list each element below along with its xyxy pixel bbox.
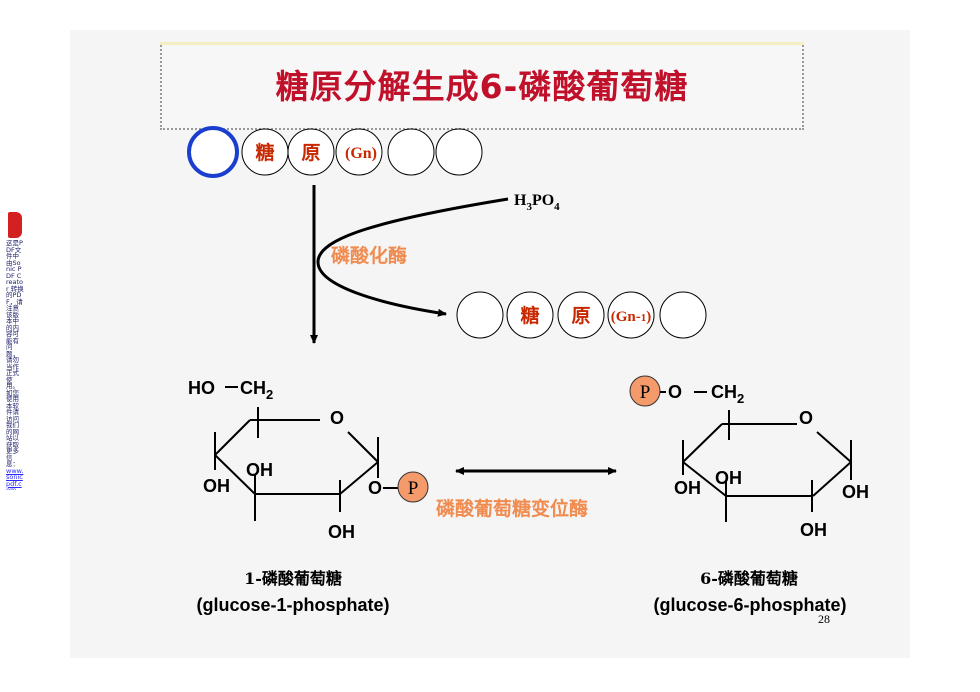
left-ring-oxygen: O <box>330 408 344 428</box>
sonic-pdf-logo-icon <box>8 212 22 238</box>
right-link-oxygen: O <box>668 382 682 402</box>
left-ch2-label: CH2 <box>240 378 273 402</box>
page-number: 28 <box>818 612 830 626</box>
right-oh-c1: OH <box>842 482 869 502</box>
chain-top-label-3: (Gn) <box>345 145 377 162</box>
right-name-english: (glucose-6-phosphate) <box>653 595 846 615</box>
left-oh-c3: OH <box>246 460 273 480</box>
watermark-vertical-text: 这是PDF文件中由Sonic PDF Creator 转换的PDF，请注意该版本… <box>6 240 24 490</box>
glucose-6-phosphate-structure <box>660 391 852 522</box>
right-phosphate-label: P <box>640 382 651 403</box>
left-phosphate-label: P <box>408 478 419 499</box>
left-phosphate-circle <box>397 471 429 503</box>
right-oh-c3: OH <box>715 468 742 488</box>
watermark-text: 这是PDF文件中由Sonic PDF Creator 转换的PDF，请注意该版本… <box>6 240 24 468</box>
chain-end-residue <box>187 126 239 178</box>
right-ch2-label: CH2 <box>711 382 744 406</box>
left-oh-c4: OH <box>203 476 230 496</box>
watermark-link[interactable]: www.sonicpdf.com <box>6 466 24 490</box>
reagent-formula: H3PO4 <box>514 192 560 213</box>
right-oh-c2: OH <box>800 520 827 540</box>
title-frame <box>160 42 804 130</box>
chain-top-label-2: 原 <box>301 142 320 164</box>
chain-bottom-label-2: 原 <box>571 305 590 327</box>
slide-title: 糖原分解生成6-磷酸葡萄糖 <box>275 67 689 106</box>
chain-bottom-label-1: 糖 <box>520 304 539 327</box>
right-oh-c4: OH <box>674 478 701 498</box>
chain-bottom-label-3: (Gn-1) <box>611 309 652 325</box>
left-ho-label: HO <box>188 378 215 398</box>
glycogen-chain-top: 糖 原 (Gn) <box>187 126 483 178</box>
right-ring-oxygen: O <box>799 408 813 428</box>
left-name-english: (glucose-1-phosphate) <box>196 595 389 615</box>
left-link-oxygen: O <box>368 478 382 498</box>
left-oh-c2: OH <box>328 522 355 542</box>
right-name-chinese: 6-磷酸葡萄糖 <box>700 569 798 588</box>
chain-top-label-1: 糖 <box>255 141 274 164</box>
title-accent-bar <box>160 42 804 45</box>
glucose-1-phosphate-structure <box>214 386 398 521</box>
enzyme-phosphoglucomutase: 磷酸葡萄糖变位酶 <box>436 497 588 520</box>
enzyme-phosphorylase: 磷酸化酶 <box>331 244 407 267</box>
glycogen-chain-bottom: 糖 原 (Gn-1) <box>456 291 707 339</box>
phosphorolysis-curve-arrow <box>316 197 509 317</box>
left-name-chinese: 1-磷酸葡萄糖 <box>244 569 342 588</box>
